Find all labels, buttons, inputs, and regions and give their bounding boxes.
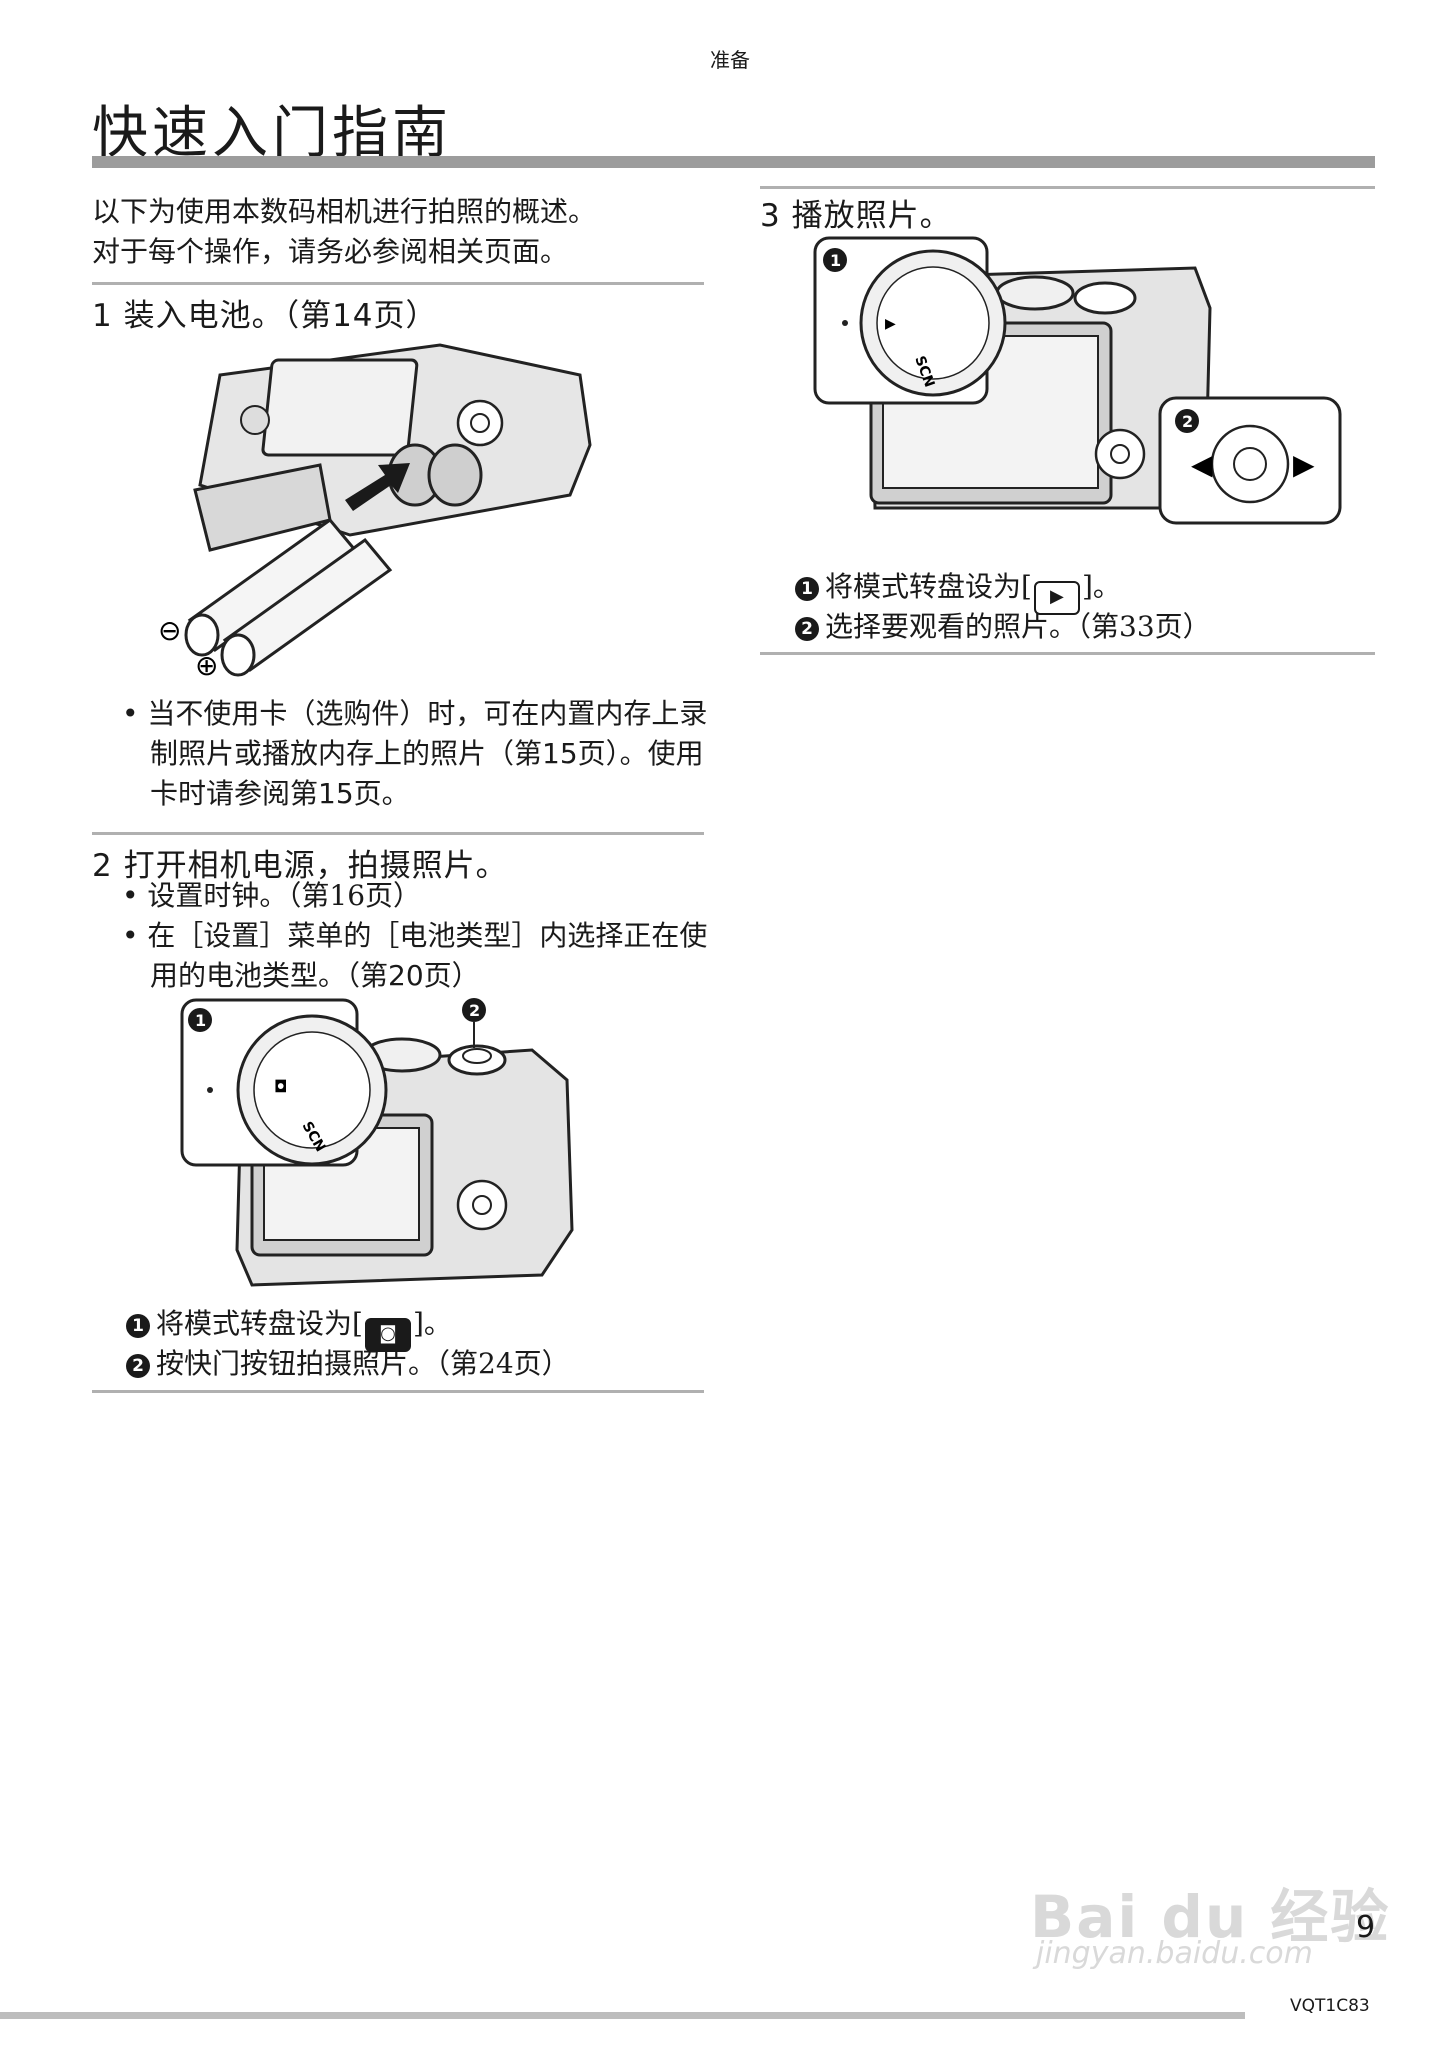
step2-bullet-1: • 设置时钟。（第16页） <box>122 879 422 912</box>
plus-symbol: ⊕ <box>195 649 218 682</box>
intro-line-2: 对于每个操作，请务必参阅相关页面。 <box>92 235 569 268</box>
step1-note: • 当不使用卡（选购件）时，可在内置内存上录制照片或播放内存上的照片（第15页）… <box>122 697 708 810</box>
arrow-right-icon: ▶ <box>1293 448 1315 481</box>
watermark-url: jingyan.baidu.com <box>1036 1936 1313 1971</box>
intro-line-1: 以下为使用本数码相机进行拍照的概述。 <box>92 195 597 228</box>
arrow-left-icon: ◀ <box>1191 448 1213 481</box>
playback-illustration: ▶ SCN 1 ◀ ▶ 2 <box>813 236 1342 525</box>
marker-1: 1 <box>126 1314 150 1338</box>
title-divider <box>92 156 1375 168</box>
section-label: 准备 <box>710 48 750 72</box>
step1-heading: 1 装入电池。（第14页） <box>92 298 438 334</box>
marker-2: 2 <box>1182 412 1193 431</box>
step2-bullet-2: • 在［设置］菜单的［电池类型］内选择正在使用的电池类型。（第20页） <box>122 919 708 992</box>
shooting-illustration: ◘ SCN 1 2 <box>180 998 574 1287</box>
footer-divider <box>0 2012 1245 2019</box>
divider <box>92 1390 704 1393</box>
model-code: VQT1C83 <box>1290 1996 1370 2016</box>
divider <box>92 282 704 285</box>
marker-1: 1 <box>195 1011 206 1030</box>
marker-1: 1 <box>830 251 841 270</box>
step2-heading: 2 打开相机电源，拍摄照片。 <box>92 848 508 884</box>
divider <box>760 186 1375 189</box>
divider <box>760 652 1375 655</box>
step3-heading: 3 播放照片。 <box>760 198 952 234</box>
page-title: 快速入门指南 <box>92 101 452 166</box>
svg-text:▶: ▶ <box>885 316 896 332</box>
minus-symbol: ⊖ <box>158 614 181 647</box>
divider <box>92 832 704 835</box>
svg-text:◘: ◘ <box>274 1077 287 1096</box>
watermark-brand: Bai du 经验 <box>1030 1883 1391 1951</box>
play-icon: ▶ <box>1033 581 1080 615</box>
battery-insertion-illustration: ⊖ ⊕ <box>158 343 592 682</box>
page-number: 9 <box>1356 1910 1376 1945</box>
marker-1: 1 <box>795 577 819 601</box>
marker-2: 2 <box>126 1354 150 1378</box>
marker-2: 2 <box>469 1001 480 1020</box>
marker-2: 2 <box>795 617 819 641</box>
camera-icon: ◙ <box>364 1318 411 1352</box>
